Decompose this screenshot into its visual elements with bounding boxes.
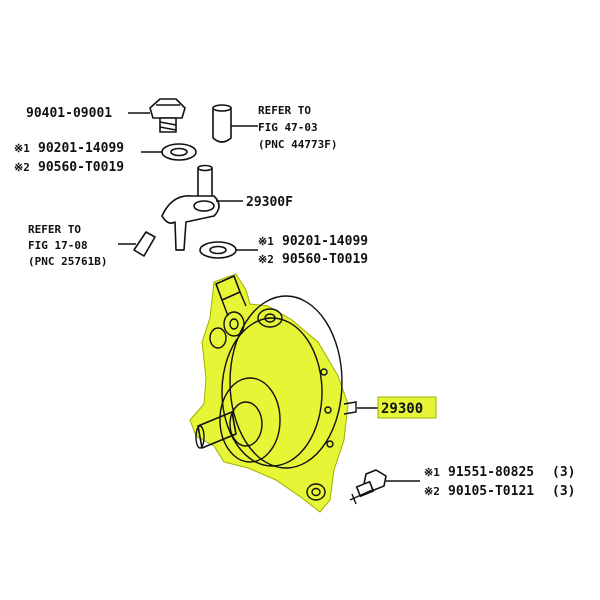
gasket-top-part xyxy=(161,143,197,161)
label-gasket-mid-2: 90560-T0019 xyxy=(282,252,368,267)
pump-bolt-part xyxy=(349,469,387,505)
label-gasket-top-1: 90201-14099 xyxy=(38,141,124,156)
label-gasket-mid-2-mark: ※2 xyxy=(258,253,274,266)
gasket-mid-part xyxy=(199,241,237,259)
label-gasket-top-1-mark: ※1 xyxy=(14,142,30,155)
union-bolt-part xyxy=(149,98,186,133)
hose-stub-left xyxy=(133,231,156,257)
label-pump-highlight xyxy=(377,396,437,419)
label-refer-top-3: (PNC 44773F) xyxy=(258,138,337,151)
label-refer-left-3: (PNC 25761B) xyxy=(28,255,107,268)
vacuum-pump-part xyxy=(189,273,357,513)
label-refer-top-2: FIG 47-03 xyxy=(258,121,318,134)
label-gasket-top-2: 90560-T0019 xyxy=(38,160,124,175)
label-bolt-low-1-mark: ※1 xyxy=(424,466,440,479)
label-bolt-low-1-qty: (3) xyxy=(552,465,575,480)
label-gasket-mid-1-mark: ※1 xyxy=(258,235,274,248)
label-union: 29300F xyxy=(246,195,293,210)
label-bolt-low-2-qty: (3) xyxy=(552,484,575,499)
label-refer-left-2: FIG 17-08 xyxy=(28,239,88,252)
label-bolt-top: 90401-09001 xyxy=(26,106,112,121)
hose-stub-top xyxy=(212,104,232,143)
label-bolt-low-2: 90105-T0121 xyxy=(448,484,534,499)
label-bolt-low-1: 91551-80825 xyxy=(448,465,534,480)
label-pump: 29300 xyxy=(381,401,423,417)
label-gasket-mid-1: 90201-14099 xyxy=(282,234,368,249)
label-gasket-top-2-mark: ※2 xyxy=(14,161,30,174)
label-bolt-low-2-mark: ※2 xyxy=(424,485,440,498)
label-refer-top-1: REFER TO xyxy=(258,104,311,117)
union-pipe-part xyxy=(161,164,220,251)
label-refer-left-1: REFER TO xyxy=(28,223,81,236)
